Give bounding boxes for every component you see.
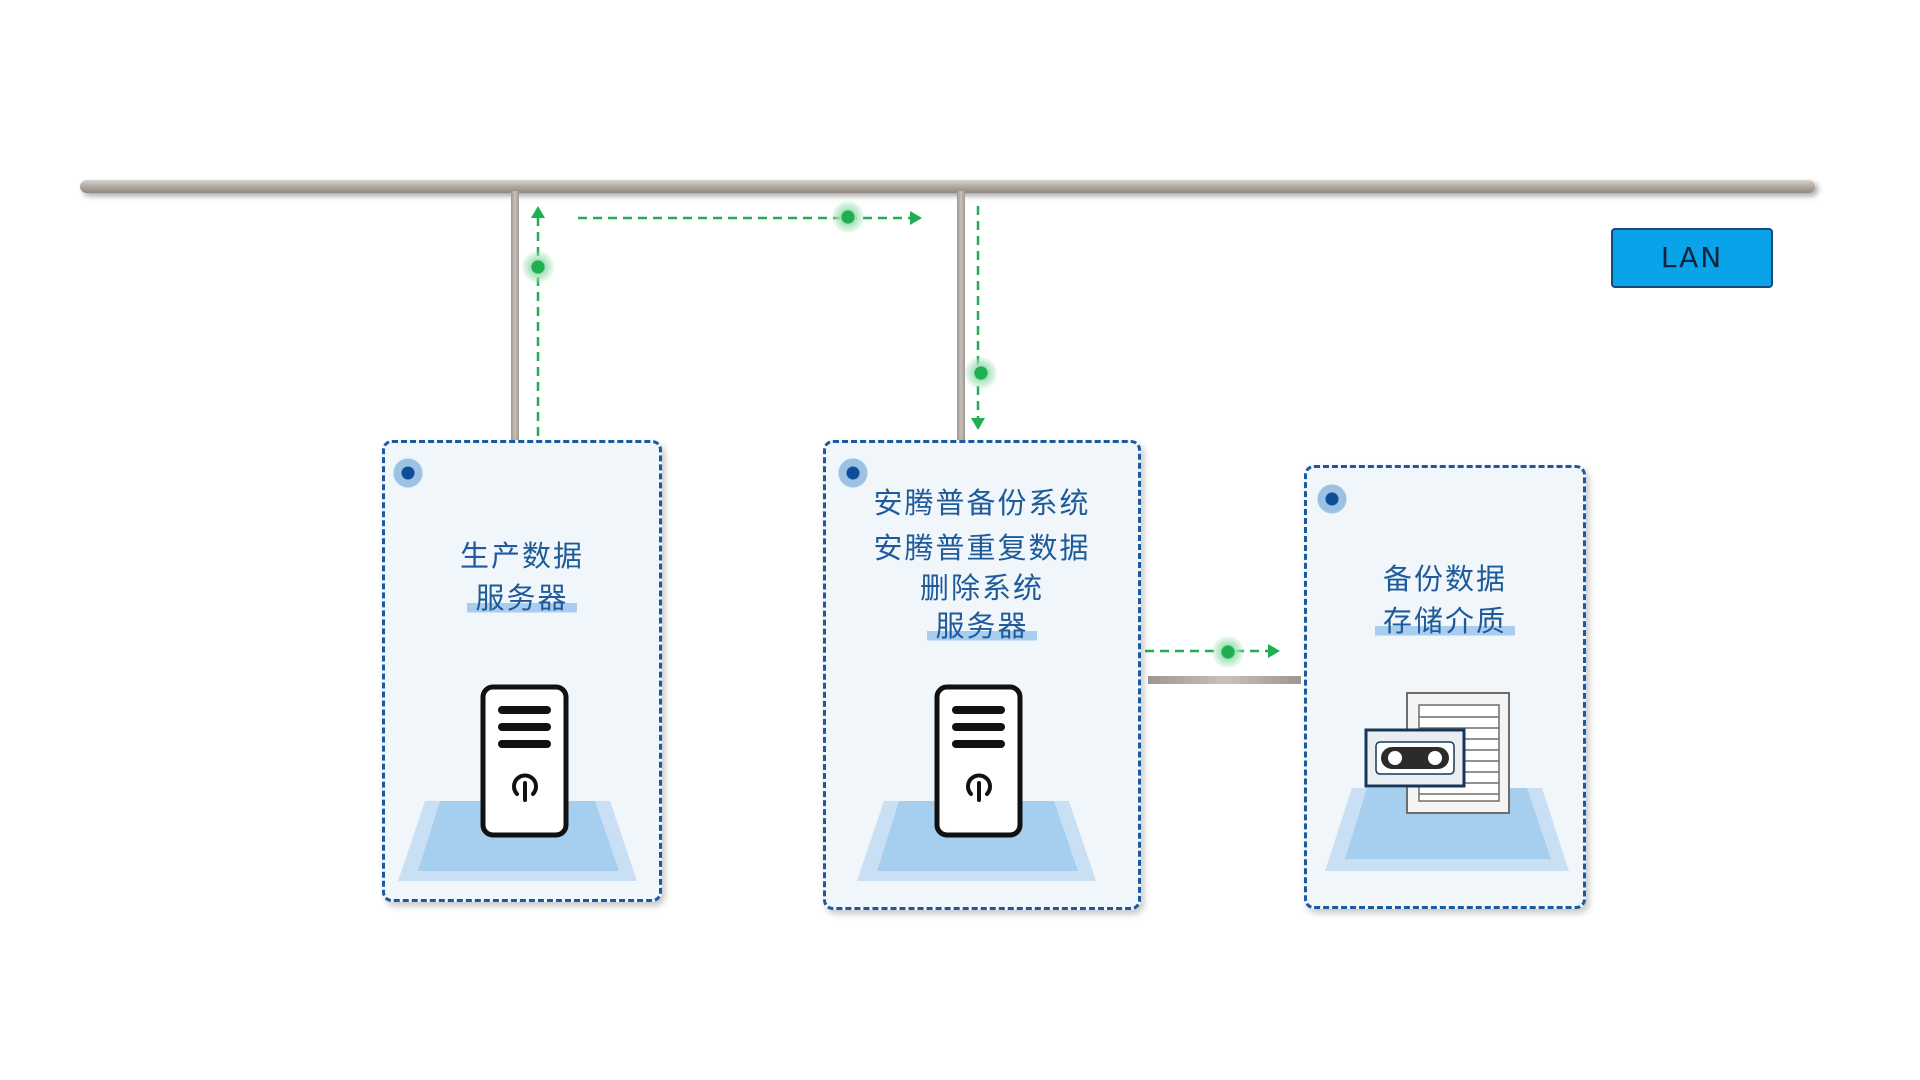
label-line-4: 服务器: [826, 607, 1138, 645]
node-dot-icon: [393, 458, 423, 488]
label-line-2: 安腾普重复数据: [873, 531, 1091, 565]
flow-dot-bottom: [1212, 636, 1244, 668]
label-line-1: 安腾普备份系统: [873, 486, 1091, 520]
flow-dot-down: [965, 357, 997, 389]
node-dot-icon: [1317, 484, 1347, 514]
storage-media-label: 备份数据 存储介质: [1307, 558, 1583, 642]
server-icon: [398, 684, 637, 881]
label-line-2: 存储介质: [1307, 600, 1583, 642]
arrowhead-up: [531, 206, 545, 218]
server-icon: [857, 684, 1096, 881]
tape-storage-icon: [1325, 692, 1569, 871]
storage-media-box: 备份数据 存储介质: [1304, 465, 1586, 909]
label-line-3: 删除系统: [919, 571, 1044, 605]
lan-bus: [80, 180, 1815, 193]
arrowhead-right-top: [910, 211, 922, 225]
backup-server-label: 安腾普备份系统 安腾普重复数据 删除系统 服务器: [826, 479, 1138, 645]
flow-dot-top: [832, 201, 864, 233]
backup-server-box: 安腾普备份系统 安腾普重复数据 删除系统 服务器: [823, 440, 1141, 910]
lan-badge: LAN: [1611, 228, 1773, 288]
production-server-label: 生产数据 服务器: [385, 535, 659, 619]
node-dot-icon: [838, 458, 868, 488]
lan-drop-backup: [957, 191, 965, 441]
label-line-2: 服务器: [385, 577, 659, 619]
production-server-box: 生产数据 服务器: [382, 440, 662, 902]
flow-dot-up: [522, 251, 554, 283]
arrowhead-right-bottom: [1268, 644, 1280, 658]
link-backup-storage: [1148, 676, 1301, 684]
label-line-1: 生产数据: [459, 539, 584, 573]
arrowhead-down: [971, 418, 985, 430]
lan-drop-production: [511, 191, 519, 441]
label-line-1: 备份数据: [1382, 562, 1507, 596]
